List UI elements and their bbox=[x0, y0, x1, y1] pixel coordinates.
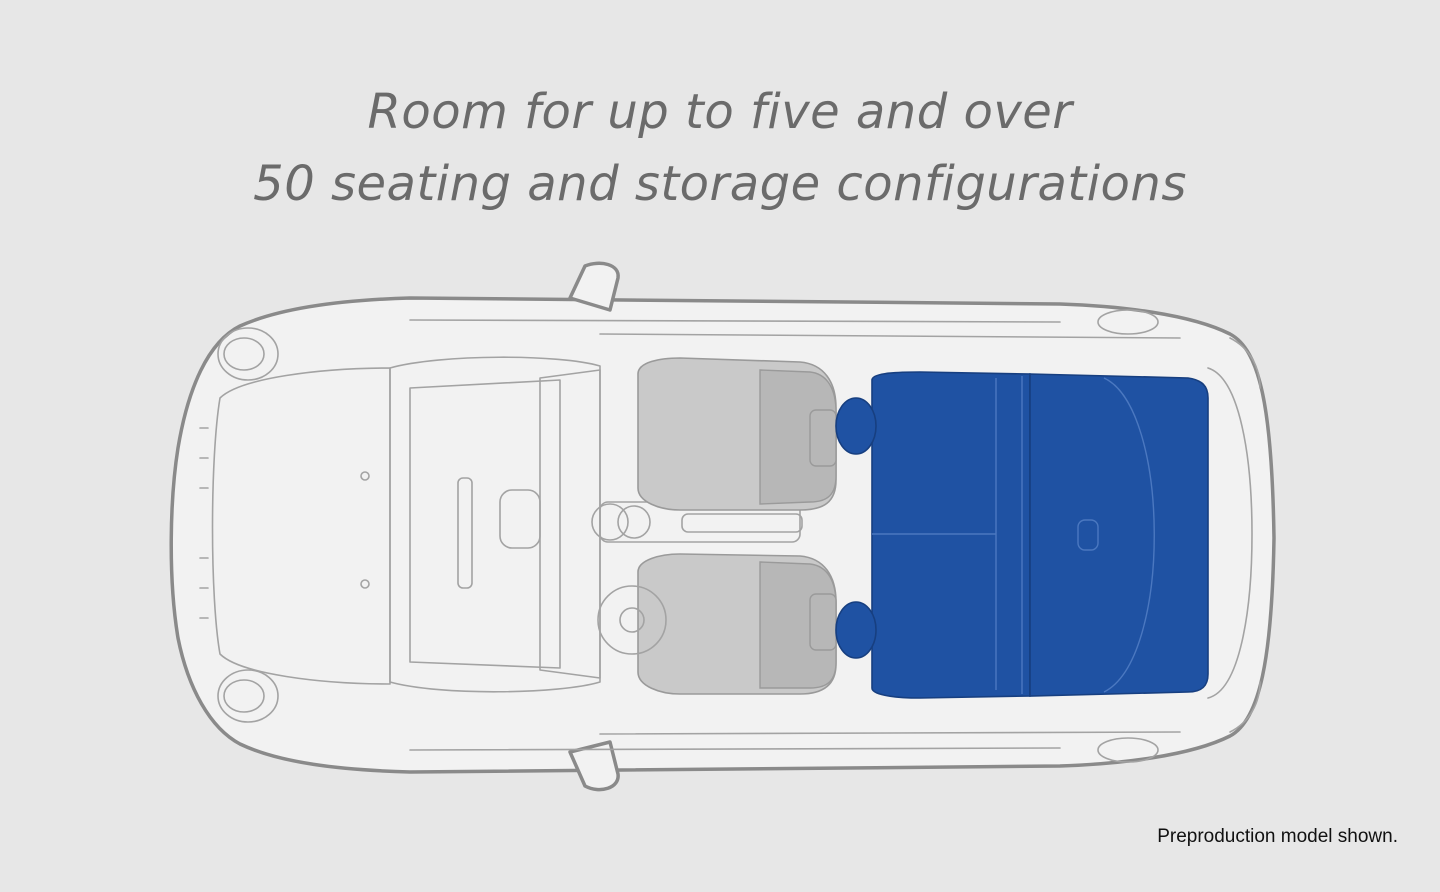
headlight-bottom bbox=[217, 669, 279, 723]
tail-light-top bbox=[1097, 309, 1159, 335]
rear-seats-highlight bbox=[835, 371, 1209, 699]
headlight-top bbox=[217, 327, 279, 381]
headline: Room for up to five and over 50 seating … bbox=[0, 76, 1440, 220]
front-seat-passenger bbox=[637, 357, 837, 511]
roof-line-bottom bbox=[599, 731, 1181, 735]
disclaimer-caption: Preproduction model shown. bbox=[1157, 826, 1398, 847]
windshield bbox=[389, 356, 601, 693]
rear-hatch bbox=[1207, 367, 1253, 699]
headline-line-1: Room for up to five and over bbox=[367, 84, 1073, 140]
front-seat-driver bbox=[637, 553, 837, 695]
left-mirror bbox=[568, 261, 620, 312]
roof-line-top bbox=[599, 333, 1181, 339]
hood-outline bbox=[211, 367, 391, 685]
tail-light-bottom bbox=[1097, 737, 1159, 763]
steering-wheel bbox=[597, 585, 667, 655]
car-top-view-diagram bbox=[160, 258, 1280, 810]
right-mirror bbox=[568, 740, 620, 792]
dashboard bbox=[539, 369, 601, 679]
headline-line-2: 50 seating and storage configurations bbox=[253, 156, 1187, 212]
